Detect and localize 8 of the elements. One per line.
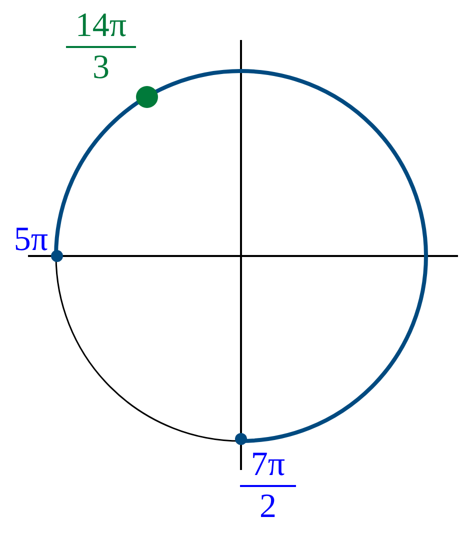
fraction-denominator: 2: [258, 489, 278, 525]
point-marker: [136, 86, 158, 108]
point-marker: [235, 433, 247, 445]
fraction-numerator: 14π: [74, 8, 128, 44]
point-marker: [51, 250, 63, 262]
fraction-denominator: 3: [92, 50, 110, 86]
angle-label: 5π: [12, 222, 50, 258]
fraction-numerator: 7π: [250, 447, 286, 483]
